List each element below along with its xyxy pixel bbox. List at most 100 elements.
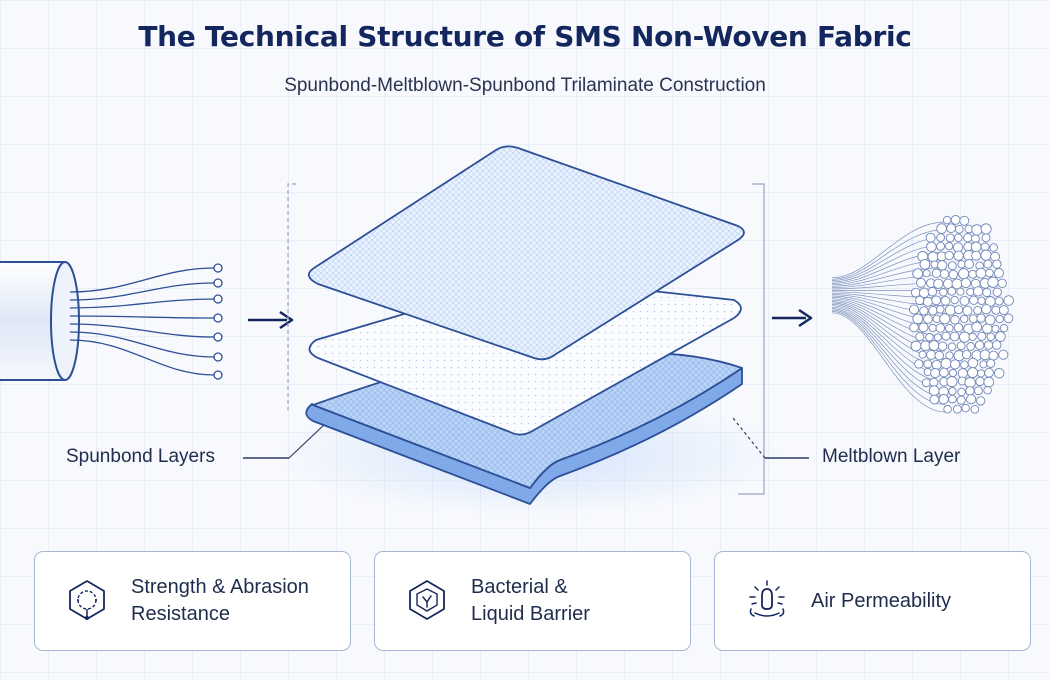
fiber-cross-section-circle (983, 376, 995, 388)
fiber-cross-section-circle (959, 215, 970, 226)
feature-card-barrier: Bacterial & Liquid Barrier (374, 551, 691, 651)
fiber-cross-section-circle (944, 250, 954, 261)
fiber-cross-section-circle (999, 324, 1009, 333)
fiber-cross-section-circle (909, 304, 920, 315)
fiber-cross-section-circle (987, 276, 999, 288)
fiber-end (213, 278, 223, 288)
fiber-cross-section-circle (975, 376, 985, 387)
fiber-strand (69, 298, 215, 309)
fiber-cross-section-circle (963, 233, 973, 243)
fiber-cross-section-circle (923, 367, 932, 377)
bracket-left (287, 183, 296, 410)
fiber-cross-section-circle (931, 268, 942, 278)
fiber-cross-section-circle (947, 261, 957, 271)
fiber-cross-section-circle (960, 277, 972, 289)
fiber-cross-section-circle (953, 322, 964, 333)
fiber-cross-section-circle (954, 233, 963, 242)
fiber-cross-section-circle (968, 269, 978, 279)
fiber-cross-section-circle (979, 360, 988, 369)
fiber-end (213, 370, 223, 380)
fiber-cross-section-circle (934, 350, 944, 361)
meltblown-strand (831, 312, 946, 413)
fiber-cross-section-circle (928, 323, 937, 333)
fiber-cross-section-circle (909, 322, 919, 333)
fiber-strand (69, 267, 215, 293)
meltblown-strand (831, 274, 946, 288)
fiber-strand (69, 323, 215, 338)
fiber-cross-section-circle (952, 242, 964, 253)
fiber-cross-section-circle (933, 333, 942, 342)
spunbond-layers-label: Spunbond Layers (66, 446, 215, 467)
fiber-end (213, 332, 223, 342)
fiber-cross-section-circle (953, 250, 964, 261)
fiber-cross-section-circle (977, 331, 987, 341)
fiber-cross-section-circle (957, 387, 966, 397)
fiber-cross-section-circle (994, 296, 1004, 306)
fiber-strand (69, 339, 215, 376)
fiber-cross-section-circle (954, 305, 964, 315)
fiber-cross-section-circle (998, 349, 1009, 360)
fiber-cross-section-circle (959, 295, 970, 306)
fiber-cross-section-circle (929, 377, 939, 387)
spunbond-fibers (69, 263, 223, 380)
fiber-cross-section-circle (966, 394, 977, 405)
fiber-cross-section-circle (1003, 295, 1014, 306)
meltblown-layer-label: Meltblown Layer (822, 446, 961, 467)
fiber-cross-section-circle (915, 332, 925, 342)
fiber-cross-section-circle (995, 314, 1004, 324)
fiber-end (213, 352, 223, 362)
fiber-cross-section-circle (928, 340, 940, 351)
fiber-cross-section-circle (973, 386, 983, 396)
meltblown-strand (831, 306, 946, 382)
fiber-cross-section-circle (927, 251, 939, 263)
fiber-cross-section-circle (992, 259, 1002, 269)
fiber-cross-section-circle (997, 278, 1007, 288)
fiber-cross-section-circle (993, 367, 1005, 379)
fiber-strand (69, 315, 215, 319)
fiber-cross-section-circle (950, 359, 961, 370)
top-spunbond-layer (308, 145, 745, 361)
fiber-cross-section-circle (965, 386, 975, 396)
feature-air-text: Air Permeability (811, 589, 952, 612)
fiber-cross-section-circle (927, 286, 938, 297)
fiber-cross-section-circle (998, 305, 1009, 316)
spunbond-leader-diagonal (288, 423, 326, 459)
fiber-cross-section-circle (936, 223, 947, 234)
meltblown-fiber-cross-section (909, 215, 1014, 414)
bracket-right (738, 183, 765, 495)
fiber-cross-section-circle (944, 242, 954, 251)
fiber-cross-section-circle (1003, 313, 1014, 324)
fiber-cross-section-circle (948, 368, 957, 378)
fiber-cross-section-circle (976, 313, 986, 323)
fiber-cross-section-circle (946, 223, 956, 234)
fiber-cross-section-circle (910, 340, 922, 352)
fiber-cross-section-circle (939, 313, 951, 325)
fiber-cross-section-circle (968, 332, 977, 341)
fiber-cross-section-circle (969, 295, 979, 305)
fiber-cross-section-circle (967, 357, 979, 369)
fiber-cross-section-circle (945, 323, 954, 333)
fiber-end (213, 313, 223, 323)
fiber-cross-section-circle (983, 386, 992, 395)
fiber-cross-section-circle (972, 286, 984, 297)
fiber-cross-section-circle (974, 340, 985, 350)
fiber-cross-section-circle (926, 241, 937, 253)
fiber-cross-section-circle (991, 340, 1002, 350)
fiber-cross-section-circle (980, 249, 992, 261)
fiber-cross-section-circle (938, 394, 949, 405)
fiber-cross-section-circle (947, 286, 957, 296)
fiber-cross-section-circle (929, 394, 940, 405)
fiber-cross-section-circle (914, 359, 924, 369)
fiber-cross-section-circle (912, 268, 924, 279)
fiber-cross-section-circle (971, 321, 983, 333)
fiber-cross-section-circle (989, 243, 998, 252)
fiber-extruder-cylinder (0, 261, 80, 381)
fiber-cross-section-circle (942, 215, 952, 225)
fiber-cross-section-circle (923, 314, 933, 324)
arrow-right-icon-left (248, 310, 294, 330)
fiber-cross-section-circle (922, 269, 931, 278)
fiber-cross-section-circle (931, 295, 942, 306)
fiber-cross-section-circle (948, 387, 957, 396)
fiber-cross-section-circle (952, 404, 962, 414)
fiber-cross-section-circle (968, 314, 978, 324)
